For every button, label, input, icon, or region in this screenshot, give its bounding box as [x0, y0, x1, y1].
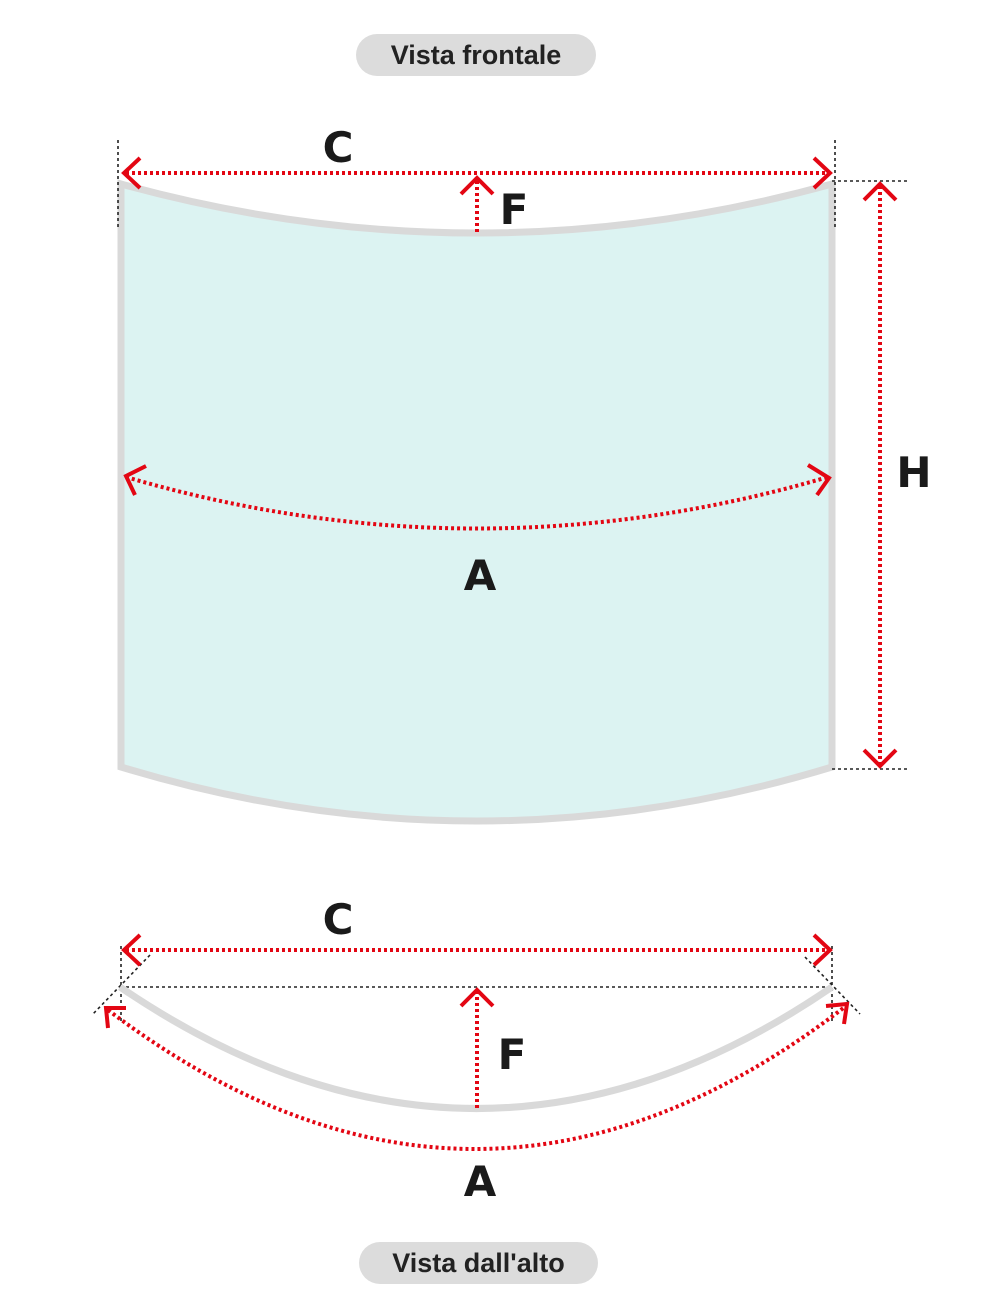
front-view-title: Vista frontale	[356, 34, 596, 76]
chord-dimension-arrow	[121, 156, 833, 190]
front-height-label: H	[896, 448, 931, 497]
top-view: C F A	[92, 895, 861, 1206]
top-arc-label: A	[464, 1157, 497, 1206]
top-arc-dimension-arrow	[103, 1001, 850, 1151]
top-tangent-left	[92, 954, 151, 1015]
front-chord-label: C	[323, 123, 354, 172]
top-sagitta-dimension-arrow	[459, 987, 495, 1108]
front-arc-label: A	[464, 551, 497, 600]
sagitta-dimension-arrow	[459, 175, 495, 232]
top-tangent-right	[804, 956, 861, 1015]
arc-dimension-arrow	[123, 463, 832, 531]
top-chord-label: C	[323, 895, 354, 944]
top-sagitta-label: F	[498, 1030, 527, 1079]
front-view: C F H A	[117, 123, 932, 825]
top-glass-profile	[118, 984, 834, 1112]
top-view-title: Vista dall'alto	[359, 1242, 598, 1284]
front-glass-panel	[117, 179, 836, 825]
height-dimension-arrow	[862, 181, 898, 769]
front-sagitta-label: F	[500, 185, 529, 234]
top-chord-dimension-arrow	[121, 933, 833, 967]
